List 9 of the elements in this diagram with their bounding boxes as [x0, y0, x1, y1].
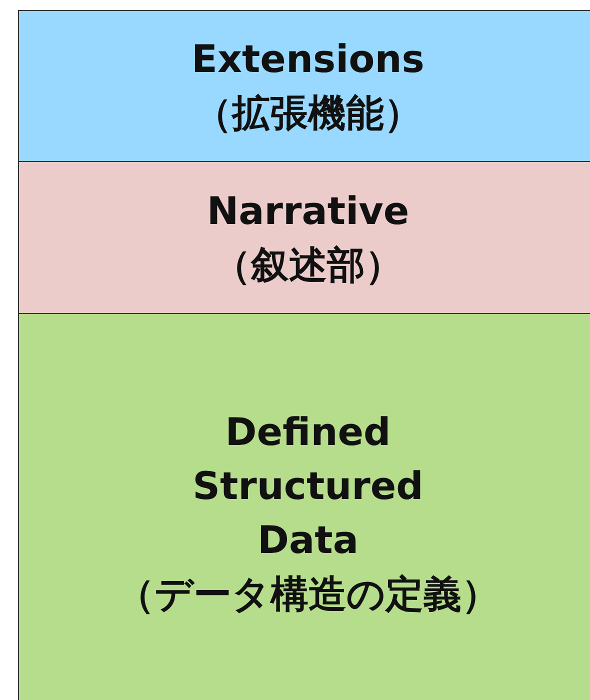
layer-subtitle: （叙述部）: [213, 242, 403, 288]
layer-band: [18, 10, 590, 162]
layer-title: Defined Structured Data: [192, 409, 424, 564]
layer-subtitle: （拡張機能）: [194, 90, 422, 137]
layer-band: [18, 313, 590, 700]
layer-band: [18, 161, 590, 314]
layer-subtitle: （データ構造の定義）: [116, 571, 500, 618]
layer-title: Narrative: [206, 188, 410, 234]
layer-title: Extensions: [190, 36, 426, 83]
